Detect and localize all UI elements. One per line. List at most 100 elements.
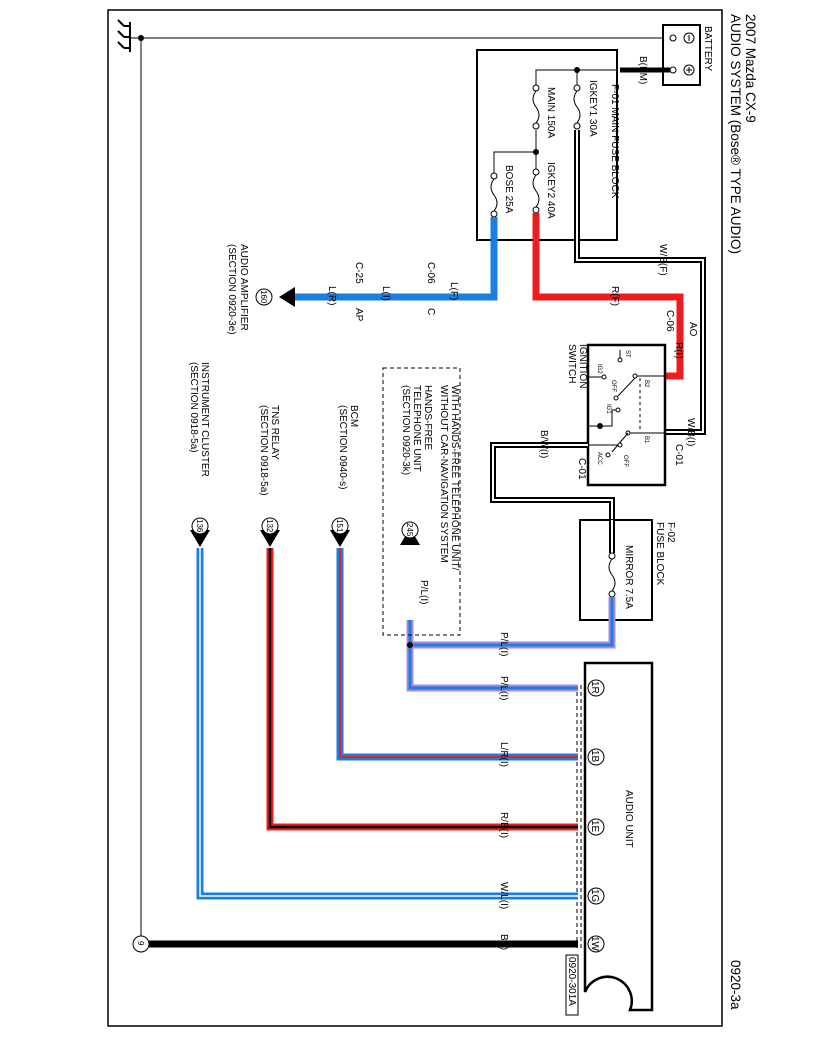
title-line1: 2007 Mazda CX-9 bbox=[743, 14, 758, 123]
fuse-igkey1-label: IGKEY1 30A bbox=[587, 80, 598, 137]
fuse-block-f02 bbox=[579, 519, 653, 621]
instrument-cluster-label: INSTRUMENT CLUSTER bbox=[199, 362, 210, 477]
option-text-2: WITHOUT CAR-NAVIGATION SYSTEM bbox=[438, 385, 449, 563]
battery-label: BATTERY bbox=[702, 26, 713, 72]
svg-text:1B: 1B bbox=[589, 750, 600, 763]
main-fuse-block bbox=[476, 49, 618, 241]
wire-wl bbox=[196, 548, 578, 900]
wire-label-rb-i: R/B(I) bbox=[498, 812, 509, 838]
connector-c: C bbox=[425, 308, 436, 315]
terminal-acc: ACC bbox=[596, 452, 602, 465]
connector-c01-top: C-01 bbox=[673, 444, 684, 466]
wire-label-lr-i: L/R(I) bbox=[498, 742, 509, 767]
terminal-off-2: OFF bbox=[622, 455, 628, 467]
wire-label-l-f: L(F) bbox=[448, 282, 459, 300]
wire-label-wb-f: W/B(F) bbox=[657, 244, 668, 276]
pin-1w: 1W bbox=[587, 935, 605, 953]
wire-label-r-f: R(F) bbox=[609, 286, 620, 306]
wire-label-pl-i-2: P/L(I) bbox=[498, 676, 509, 700]
instrument-cluster-section: (SECTION 0918-5a) bbox=[188, 362, 199, 453]
terminal-b1: B1 bbox=[643, 436, 649, 444]
ignition-switch-label-2: SWITCH bbox=[566, 344, 577, 383]
option-box bbox=[382, 367, 461, 636]
wire-label-b-em: B(EM) bbox=[637, 56, 648, 84]
audio-amplifier-section: (SECTION 0920-3e) bbox=[226, 244, 237, 335]
pin-1e: 1E bbox=[587, 818, 605, 836]
page-code: 0920-3a bbox=[728, 960, 743, 1010]
terminal-st: ST bbox=[624, 350, 630, 358]
arrow-icon bbox=[279, 287, 295, 307]
pin-1b: 1B bbox=[587, 748, 605, 766]
fuse-icon bbox=[608, 552, 616, 598]
connector-ap: AP bbox=[353, 308, 364, 322]
tns-relay-section: (SECTION 0918-5a) bbox=[258, 405, 269, 496]
terminal-b2: B2 bbox=[643, 380, 649, 388]
main-fuse-block-label: F-01 MAIN FUSE BLOCK bbox=[609, 84, 620, 199]
connector-c01-bottom: C-01 bbox=[576, 458, 587, 480]
hands-free-label-1: HANDS-FREE bbox=[422, 385, 433, 450]
tns-relay-label: TNS RELAY bbox=[269, 405, 280, 460]
fuse-block-f02-label-2: FUSE BLOCK bbox=[654, 522, 665, 586]
connector-c06-blue: C-06 bbox=[425, 262, 436, 284]
title-line2: AUDIO SYSTEM (Bose® TYPE AUDIO) bbox=[728, 14, 743, 254]
svg-text:1R: 1R bbox=[589, 681, 600, 694]
fuse-igkey2-label: IGKEY2 40A bbox=[545, 162, 556, 219]
fuse-main-label: MAIN 150A bbox=[545, 87, 556, 138]
wire-label-r-i: R(I) bbox=[673, 342, 684, 359]
wire-label-bw-i: B/W(I) bbox=[538, 430, 549, 458]
arrow-icon bbox=[330, 530, 350, 547]
ref-160-circle bbox=[255, 288, 273, 306]
wire-label-l-i: L(I) bbox=[380, 286, 391, 301]
svg-text:1W: 1W bbox=[589, 936, 600, 952]
terminal-off-1: OFF bbox=[610, 380, 616, 392]
ignition-switch bbox=[586, 343, 667, 487]
connector-ao: AO bbox=[687, 322, 698, 337]
arrow-icon bbox=[260, 530, 280, 547]
option-text-1: WITH HANDS-FREE TELEPHONE UNIT/ bbox=[449, 385, 460, 571]
wire-bw bbox=[490, 442, 615, 552]
ignition-switch-label: IGNITION bbox=[577, 344, 588, 388]
fuse-mirror-label: MIRROR 7.5A bbox=[623, 545, 634, 609]
terminal-ig2: IG2 bbox=[596, 364, 602, 374]
wire-lr bbox=[336, 548, 578, 761]
pin-1g: 1G bbox=[587, 887, 605, 905]
ref-245: 245 bbox=[405, 523, 414, 537]
wire-label-b-i: B(I) bbox=[498, 934, 509, 950]
ref-132: 132 bbox=[265, 519, 274, 533]
wire-label-l-r: L(R) bbox=[326, 286, 337, 305]
wire-label-wl-i: W/L(I) bbox=[498, 882, 509, 909]
battery: BATTERY bbox=[662, 24, 713, 86]
fuse-block-f02-label: F-02 bbox=[665, 522, 676, 543]
svg-text:1G: 1G bbox=[589, 889, 600, 903]
audio-amplifier-label: AUDIO AMPLIFIER bbox=[238, 244, 249, 331]
fuse-icon bbox=[532, 168, 540, 214]
audio-unit-connector-label: 0920-301A bbox=[566, 957, 577, 1006]
audio-unit-label: AUDIO UNIT bbox=[623, 790, 634, 848]
ref-160: 160 bbox=[259, 290, 268, 304]
wire-red bbox=[532, 213, 684, 380]
arrow-icon bbox=[190, 530, 210, 547]
svg-text:1E: 1E bbox=[589, 820, 600, 833]
wire-wb bbox=[574, 130, 706, 435]
ground-icon bbox=[117, 19, 131, 52]
fuse-icon bbox=[532, 84, 540, 130]
bcm-label: BCM bbox=[348, 405, 359, 427]
fuse-icon bbox=[490, 172, 498, 218]
wire-label-wb-i: W/B(I) bbox=[685, 418, 696, 446]
hands-free-label-2: TELEPHONE UNIT bbox=[411, 385, 422, 472]
bcm-section: (SECTION 0940-s) bbox=[337, 405, 348, 489]
ref-136: 136 bbox=[195, 519, 204, 533]
ground-ref-circle bbox=[132, 935, 150, 953]
audio-unit bbox=[583, 661, 654, 1012]
fuse-bose-label: BOSE 25A bbox=[503, 165, 514, 214]
page-border bbox=[107, 9, 723, 1027]
wire-label-pl-i-3: P/L(I) bbox=[418, 580, 429, 604]
ground-ref: 9 bbox=[136, 941, 145, 946]
wire-blue-bose bbox=[290, 217, 498, 301]
wire-label-pl-i-1: P/L(I) bbox=[498, 632, 509, 656]
connector-c06-red: C-06 bbox=[664, 310, 675, 332]
connector-c25: C-25 bbox=[353, 262, 364, 284]
ref-151: 151 bbox=[335, 519, 344, 533]
hands-free-section: (SECTION 0920-3k) bbox=[400, 385, 411, 475]
